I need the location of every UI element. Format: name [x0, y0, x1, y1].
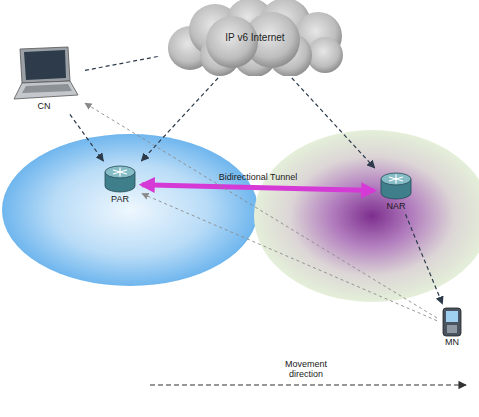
movement-label: Movement direction	[274, 359, 338, 380]
link-line	[70, 114, 103, 161]
node-label: PAR	[111, 194, 129, 204]
link-line	[406, 214, 443, 304]
laptop-display	[24, 50, 66, 80]
router-top	[105, 166, 135, 178]
correspondent-node: CN	[5, 44, 83, 112]
phone-body	[443, 308, 461, 336]
phone-icon	[442, 307, 462, 337]
nar-coverage-area	[254, 130, 479, 302]
router-top	[381, 173, 411, 185]
laptop-keys	[22, 84, 72, 93]
link-line	[85, 56, 158, 70]
router-icon	[103, 164, 137, 194]
router-arrows	[113, 168, 127, 177]
mobile-node: MN	[439, 306, 465, 348]
router-arrows	[389, 175, 403, 184]
laptop-icon	[8, 45, 80, 101]
node-label: NAR	[386, 201, 405, 211]
phone-screen	[446, 311, 458, 322]
phone-keypad	[447, 325, 457, 333]
laptop-keyboard	[14, 81, 78, 99]
tunnel-arrow	[142, 185, 374, 191]
internet-cloud: IP v6 Internet	[160, 0, 350, 76]
network-label: IP v6 Internet	[225, 32, 284, 44]
link-line	[141, 78, 218, 161]
link-line	[292, 78, 375, 168]
par-coverage-area	[2, 134, 258, 286]
cloud-shape	[168, 0, 343, 76]
node-label: MN	[445, 337, 459, 347]
access-router: PAR	[100, 163, 140, 205]
link-line	[85, 103, 437, 318]
laptop-screen-frame	[20, 47, 70, 83]
node-label: CN	[38, 101, 51, 111]
access-router: NAR	[376, 170, 416, 212]
router-icon	[379, 171, 413, 201]
tunnel-label: Bidirectional Tunnel	[219, 173, 298, 183]
movement-arrow	[150, 384, 466, 385]
cloud-puff	[307, 37, 343, 73]
link-line	[142, 194, 437, 321]
